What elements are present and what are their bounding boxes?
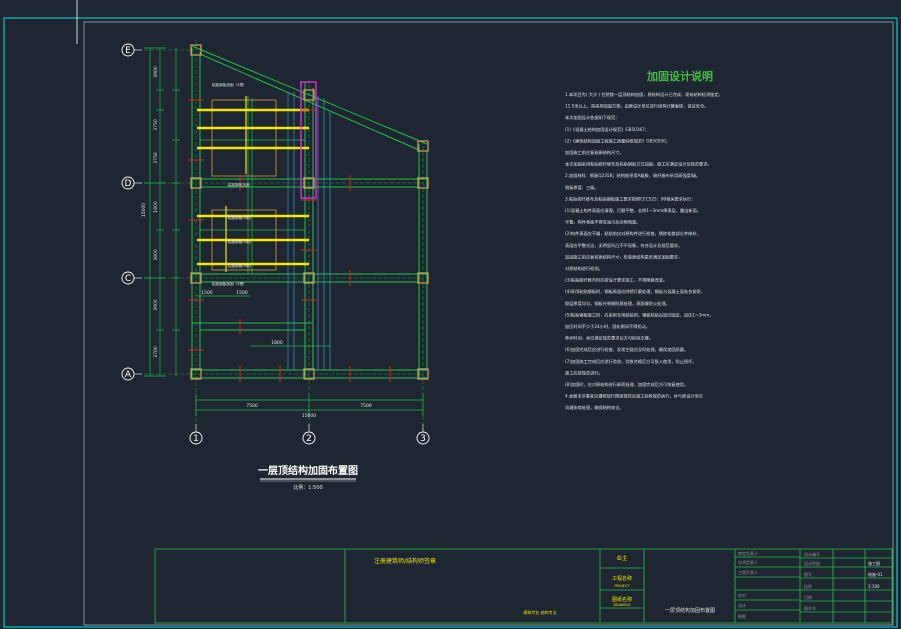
note-line: 本次加固设计依据如下规范： [565, 114, 619, 121]
notes-title: 加固设计说明 [646, 69, 713, 83]
dim-left: 3750 [153, 119, 159, 131]
axis-label-row: E [125, 46, 131, 56]
structural-plan [121, 40, 430, 445]
note-line: (2)构件表面应干燥，粘贴前应对原构件进行检查，剔除松散部分并修补， [565, 230, 701, 237]
note-line: (7)加固施工完成后应进行验收，验收合格后方可投入使用，防止损坏。 [565, 358, 697, 365]
outer-frame [3, 17, 898, 628]
stamp-row: 建筑专业 结构专业 [523, 609, 556, 615]
note-line: (8)加固时，应对原结构进行卸荷处理，加固完成后方可恢复使用。 [565, 381, 688, 388]
dim-left: 1800 [153, 201, 159, 213]
note-line: 对原结构进行检测。 [565, 265, 603, 272]
dim-inner: 1500 [236, 290, 248, 296]
axis-label-col: 1 [193, 434, 199, 444]
note-line: (1)《混凝土结构加固设计规范》GB50367； [565, 126, 649, 133]
note-line: 2.加固材料：钢板Q235B；结构胶采用A级胶，碳纤维布采用高强度I级。 [565, 172, 700, 179]
axis-label-col: 3 [420, 434, 426, 444]
right-label: 图号 [804, 571, 812, 577]
dim-left: 3900 [153, 66, 159, 78]
beam-label: 粘贴钢板(3根) [228, 239, 252, 244]
note-line: 1.本项目为( 大沙 ) 住院楼一层顶结构加固，原结构设计已完成，现有结构检测鉴… [565, 91, 723, 98]
right-value: 1:100 [868, 584, 880, 589]
right-label: 比例 [804, 583, 812, 589]
highlight-box [300, 81, 317, 199]
note-line: (6)加固完成后应进行检查，发现空鼓应及时处理，确保加固质量。 [565, 346, 688, 353]
note-line: 3.粘贴碳纤维布及粘贴钢板施工要求按照CECS25：90相关要求执行： [565, 195, 696, 202]
right-label: 日期 [804, 594, 812, 600]
project-label: 工程名称 [612, 575, 632, 582]
sign-row: 校对 [738, 592, 746, 598]
note-line: 4.本图未尽事宜应遵照现行国家规范及施工验收规范执行，并与原设计单位 [565, 393, 703, 400]
plan-title: 一层顶结构加固布置图 [258, 464, 358, 477]
drawing-name: 一层顶结构加固布置图 [665, 607, 715, 614]
owner-label: 业主 [616, 554, 628, 562]
sign-row: 技术负责人 [738, 559, 758, 565]
right-label: 设计阶段 [804, 560, 820, 566]
note-line: (1)混凝土构件表面应清理，打磨平整，去除1~3mm厚表层，露出新面。 [565, 207, 701, 214]
note-line: 钢板厚度：三级。 [565, 184, 599, 191]
dim-bottom-total: 15000 [302, 413, 316, 419]
note-line: (5)粘贴钢板施工时，应采用专用胶粘剂，钢板粘贴后加压固定，加压1~3mm， [565, 311, 714, 318]
sign-row: 制图 [738, 613, 746, 619]
dim-left: 3750 [153, 152, 159, 164]
note-line: 平整，构件表面不得有油污及杂物残留。 [565, 219, 640, 226]
project-label-en: PROJECT [614, 584, 630, 588]
axis-label-row: C [125, 274, 131, 284]
note-line: 加固施工前应复核原结构尺寸。 [565, 149, 624, 156]
note-line: 沟通协商处理，确保结构安全。 [565, 404, 624, 411]
drawing-label: 图纸名称 [612, 596, 632, 603]
inner-frame [83, 21, 894, 626]
dim-inner: 1500 [201, 290, 213, 296]
note-line: (3)粘贴碳纤维布时应按设计要求施工，不得随意改变。 [565, 277, 667, 284]
beam-label: 粘贴钢板加固（3根） [212, 82, 247, 87]
sign-row: 设计 [738, 602, 746, 608]
note-line: 养护时间，并应满足规范要求后方可拆除支撑。 [565, 335, 653, 342]
right-value: 结施-01 [868, 571, 883, 577]
note-line: (2)《建筑结构加固工程施工质量验收规范》GB50550； [565, 137, 670, 144]
dim-left: 3800 [153, 249, 159, 261]
dim-bottom: 7500 [246, 403, 258, 409]
plan-scale: 比例：1:500 [293, 484, 322, 491]
axis-label-row: D [125, 179, 132, 189]
right-label: 版本号 [804, 605, 816, 611]
right-value: 施工图 [868, 560, 880, 566]
notes-block: 1.本项目为( 大沙 ) 住院楼一层顶结构加固，原结构设计已完成，现有结构检测鉴… [565, 91, 723, 411]
axis-label-row: A [125, 370, 132, 380]
note-line: 加压时间不少于24小时，固化期间不得扰动。 [565, 323, 650, 330]
note-line: 施工应按规范进行。 [565, 369, 603, 376]
dim-left: 3700 [153, 346, 159, 358]
dim-left: 3900 [153, 299, 159, 311]
designer-note: 注册建筑师/结构师签章 [374, 557, 436, 565]
right-label: 设计编号 [804, 551, 820, 557]
note-line: 11.5米以上，拟采用加固方案，由原设计单位进行结构计算复核，保证安全。 [565, 103, 708, 110]
dim-bottom: 7500 [360, 403, 372, 409]
note-line: 本次加固采用粘贴碳纤维布及粘贴钢板方式加固，施工应满足设计及规范要求。 [565, 161, 712, 168]
title-block [154, 548, 893, 624]
sign-row: 工程负责人 [738, 569, 758, 575]
axis-label-col: 2 [306, 434, 312, 444]
note-line: (4)采用粘贴钢板时，钢板表面应除锈打磨处理，钢板与混凝土面贴合紧密， [565, 288, 705, 295]
beam-label: 粘贴钢板(3根) [228, 215, 252, 220]
note-line: 加固施工前应复核原结构尺寸，检查原结构是否满足加固要求， [565, 253, 682, 260]
note-line: 胶层厚度均匀，钢板外侧做防腐处理，表面做防火处理。 [565, 300, 670, 307]
note-line: 表面应平整光洁，无明显凹凸不平现象，符合设计及规范要求。 [565, 242, 682, 249]
dim-inner: 1800 [271, 340, 283, 346]
beam-label: 粘贴钢板(3根) [228, 263, 252, 268]
beam-label: 粘贴钢板加固 [228, 182, 250, 187]
sign-row: 审定负责人 [738, 550, 758, 556]
beam-label: 粘贴钢板加固（3根） [212, 281, 247, 286]
drawing-label-en: DRAWING [613, 603, 630, 607]
dim-left-total: 15000 [141, 203, 147, 217]
